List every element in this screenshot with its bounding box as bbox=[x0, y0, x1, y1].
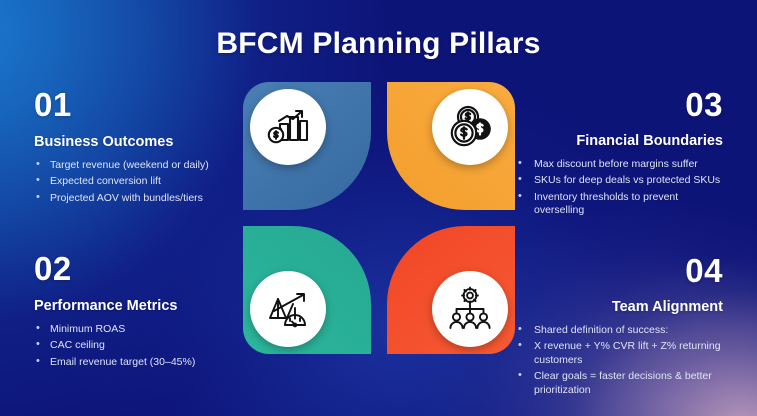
pillar-01: 01 Business Outcomes Target revenue (wee… bbox=[34, 88, 264, 208]
pillar-04: 04 Team Alignment Shared definition of s… bbox=[508, 254, 723, 400]
pillar-01-number: 01 bbox=[34, 86, 72, 123]
list-item: SKUs for deep deals vs protected SKUs bbox=[508, 173, 723, 187]
pillar-04-number: 04 bbox=[685, 252, 723, 289]
pillar-03-title: Financial Boundaries bbox=[576, 133, 723, 149]
list-item: Expected conversion lift bbox=[34, 174, 264, 188]
list-item: Minimum ROAS bbox=[34, 322, 264, 336]
pillar-03: 03 Financial Boundaries Max discount bef… bbox=[508, 88, 723, 221]
list-item: Target revenue (weekend or daily) bbox=[34, 158, 264, 172]
icon-badge-financial-boundaries bbox=[432, 89, 508, 165]
list-item: Max discount before margins suffer bbox=[508, 157, 723, 171]
list-item: Projected AOV with bundles/tiers bbox=[34, 191, 264, 205]
bar-chart-growth-money-icon bbox=[265, 104, 311, 150]
page-title: BFCM Planning Pillars bbox=[216, 27, 541, 60]
pillar-02-number: 02 bbox=[34, 250, 72, 287]
list-item: Email revenue target (30–45%) bbox=[34, 355, 264, 369]
icon-badge-team-alignment bbox=[432, 271, 508, 347]
pillar-04-title: Team Alignment bbox=[611, 299, 723, 315]
list-item: Inventory thresholds to prevent oversell… bbox=[508, 190, 723, 218]
icon-badge-performance-metrics bbox=[250, 271, 326, 347]
list-item: Shared definition of success: bbox=[508, 323, 723, 337]
dollar-coins-icon bbox=[447, 104, 493, 150]
pillar-03-bullets: Max discount before margins suffer SKUs … bbox=[508, 157, 723, 218]
pillar-01-bullets: Target revenue (weekend or daily) Expect… bbox=[34, 158, 264, 205]
pillar-04-bullets: Shared definition of success: X revenue … bbox=[508, 323, 723, 397]
icon-badge-business-outcomes bbox=[250, 89, 326, 165]
list-item: CAC ceiling bbox=[34, 338, 264, 352]
pillar-02-bullets: Minimum ROAS CAC ceiling Email revenue t… bbox=[34, 322, 264, 369]
pillar-02: 02 Performance Metrics Minimum ROAS CAC … bbox=[34, 252, 264, 372]
pillar-01-title: Business Outcomes bbox=[34, 134, 174, 150]
chart-gauge-icon bbox=[265, 286, 311, 332]
list-item: Clear goals = faster decisions & better … bbox=[508, 369, 723, 397]
list-item: X revenue + Y% CVR lift + Z% returning c… bbox=[508, 339, 723, 367]
gear-team-hierarchy-icon bbox=[447, 286, 493, 332]
pillar-03-number: 03 bbox=[685, 86, 723, 123]
center-donut-graphic bbox=[243, 82, 515, 354]
pillar-02-title: Performance Metrics bbox=[34, 298, 178, 314]
